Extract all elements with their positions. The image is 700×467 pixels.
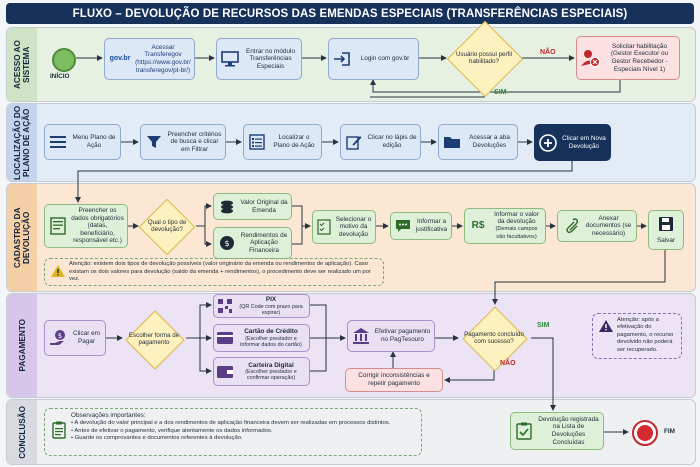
option-original-value: Valor Original da Emenda xyxy=(213,193,292,220)
inform-value: R$ Informar o valor da devolução(Demais … xyxy=(464,208,546,244)
wallet-label: Carteira Digital xyxy=(248,361,294,369)
open-devolucoes-tab: Acessar a aba Devoluções xyxy=(438,124,518,160)
folder-icon xyxy=(442,132,462,152)
band-label-acesso: ACESSO AO SISTEMA xyxy=(7,28,37,101)
no-label-payment: NÃO xyxy=(500,360,516,367)
decision-type-text: Qual o tipo de devolução? xyxy=(147,218,187,233)
decision-payment-text: Escolher forma de pagamento xyxy=(128,331,180,346)
login-govbr: Login com gov.br xyxy=(328,38,419,80)
login-icon xyxy=(332,49,352,69)
warning-icon-payment xyxy=(599,320,613,335)
hand-coin-icon: $ xyxy=(48,328,68,348)
checklist-icon xyxy=(316,217,332,237)
attention-note-payment: Atenção: após a efetivação do pagamento,… xyxy=(592,313,682,359)
form-icon xyxy=(48,216,68,236)
chat-icon xyxy=(394,216,412,236)
request-habilitation: Solicitar habilitação (Gestor Executor o… xyxy=(576,36,680,80)
card-icon xyxy=(217,328,233,348)
menu-plano-acao: Menu Plano de Ação xyxy=(44,124,121,160)
checklist-done-icon xyxy=(514,421,534,441)
click-pay: $ Clicar em Pagar xyxy=(44,320,106,356)
clipboard-icon xyxy=(52,421,66,442)
option-rendimentos: $ Rendimentos de Aplicação Financeira xyxy=(213,227,292,259)
svg-text:$: $ xyxy=(224,239,229,248)
pix-label: PIX xyxy=(265,296,277,303)
fill-filters: Preencher critérios de busca e clicar em… xyxy=(140,124,226,160)
important-observations: Observações importantes: • A devolução d… xyxy=(44,408,422,456)
bank-icon xyxy=(351,326,371,346)
obs-item: • Antes de efetivar o pagamento, verifiq… xyxy=(71,427,273,434)
fix-inconsistencies: Corrigir inconsistências e repetir pagam… xyxy=(345,368,443,392)
select-reason: Selecionar o motivo da devolução xyxy=(312,210,376,244)
obs-item: • Guarde os comprovantes e documentos re… xyxy=(71,435,243,442)
fill-required-data: Preencher os dados obrigatórios (datas, … xyxy=(44,204,128,248)
svg-text:$: $ xyxy=(58,332,62,340)
save-button[interactable]: Salvar xyxy=(648,210,684,250)
warning-icon xyxy=(51,265,65,280)
currency-icon: R$ xyxy=(471,220,485,232)
band-label-localizacao: LOCALIZAÇÃO DO PLANO DE AÇÃO xyxy=(7,104,37,181)
pix-sub: (QR Code com prazo para expirar) xyxy=(239,303,303,316)
plus-icon xyxy=(538,133,558,153)
card-sub: (Escolher prestador e informar dados do … xyxy=(240,335,302,348)
pagtesouro-payment: Efetivar pagamento no PagTesouro xyxy=(347,320,435,352)
locate-plan: Localizar o Plano de Ação xyxy=(243,124,322,160)
edit-icon xyxy=(344,132,364,152)
monitor-icon xyxy=(220,49,240,69)
filter-icon xyxy=(144,132,164,152)
wallet-sub: (Escolher prestador e confirmar operação… xyxy=(245,369,297,382)
qr-icon xyxy=(217,296,233,316)
inform-justification: Informar a justificativa xyxy=(390,212,452,240)
no-label-access: NÃO xyxy=(540,49,556,56)
end-label: FIM xyxy=(664,428,676,435)
money-icon: $ xyxy=(217,233,237,253)
decision-success-text: Pagamento concluído com sucesso? xyxy=(464,330,524,345)
payment-attention-text: Atenção: após a efetivação do pagamento,… xyxy=(617,317,674,353)
decision-profile-text: Usuário possui perfil habilitado? xyxy=(455,50,513,65)
option-wallet: Carteira Digital(Escolher prestador e co… xyxy=(213,357,310,386)
access-transferegov: gov.br Acessar Transferegov (https://www… xyxy=(104,38,195,80)
start-node xyxy=(52,48,76,72)
save-icon xyxy=(658,216,674,235)
save-label: Salvar xyxy=(656,236,676,244)
band-label-cadastro: CADASTRO DA DEVOLUÇÃO xyxy=(7,184,37,291)
band-conclusao: CONCLUSÃO xyxy=(6,399,696,465)
stop-icon xyxy=(637,425,653,441)
wallet-icon xyxy=(217,362,233,382)
govbr-logo: gov.br xyxy=(109,55,131,63)
attention-note-types: Atenção: existem dois tipos de devolução… xyxy=(44,258,384,286)
devolution-registered: Devolução registrada na Lista de Devoluç… xyxy=(510,412,604,450)
yes-label-access: SIM xyxy=(494,89,507,96)
new-devolucao: Clicar em Nova Devolução xyxy=(534,124,611,161)
coins-icon xyxy=(217,197,237,217)
attach-documents: Anexar documentos (se necessário) xyxy=(557,210,637,242)
enter-module: Entrar no módulo Transferências Especiai… xyxy=(216,38,302,80)
page-title: FLUXO – DEVOLUÇÃO DE RECURSOS DAS EMENDA… xyxy=(6,3,694,24)
start-label: INÍCIO xyxy=(50,73,70,80)
band-label-pagamento: PAGAMENTO xyxy=(7,294,37,397)
paperclip-icon xyxy=(561,216,581,236)
yes-label-payment: SIM xyxy=(537,322,550,329)
obs-item: • A devolução do valor principal e a dos… xyxy=(71,420,391,426)
end-node xyxy=(632,420,658,446)
obs-title: Observações importantes: xyxy=(71,412,146,419)
option-card: Cartão de Crédito(Escolher prestador e i… xyxy=(213,324,310,352)
band-label-conclusao: CONCLUSÃO xyxy=(7,400,37,464)
list-icon xyxy=(247,132,267,152)
click-edit: Clicar no lápis de edição xyxy=(340,124,421,160)
card-label: Cartão de Crédito xyxy=(244,328,298,335)
inform-value-label: Informar o valor da devolução xyxy=(494,210,539,226)
option-pix: PIX(QR Code com prazo para expirar) xyxy=(213,294,310,318)
attention-text: Atenção: existem dois tipos de devolução… xyxy=(69,261,371,283)
menu-icon xyxy=(48,132,68,152)
user-blocked-icon xyxy=(580,48,600,68)
inform-value-sub: (Demais campos são facultativos) xyxy=(495,226,538,240)
